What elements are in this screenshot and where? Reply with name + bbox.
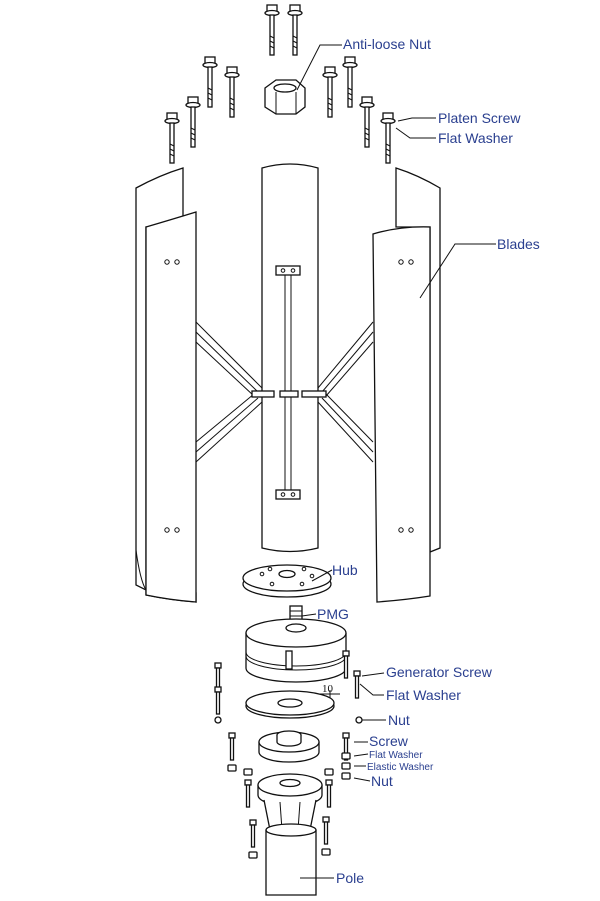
flange-plate-part <box>245 690 340 719</box>
label-flat-washer-small: Flat Washer <box>369 750 423 761</box>
hub-part <box>242 564 332 598</box>
pole-flange-part <box>257 773 323 831</box>
label-blades: Blades <box>497 236 540 252</box>
anti-loose-nut-part <box>264 79 306 115</box>
label-platen-screw: Platen Screw <box>438 110 521 126</box>
pole-part <box>265 823 317 896</box>
coupling-part <box>258 730 320 763</box>
label-screw: Screw <box>369 733 409 749</box>
label-generator-screw: Generator Screw <box>386 664 493 680</box>
label-pole: Pole <box>336 870 364 886</box>
labels: Anti-loose Nut Platen Screw Flat Washer … <box>317 36 540 886</box>
dimension-10: 10 <box>322 683 334 695</box>
label-elastic-washer: Elastic Washer <box>367 762 434 773</box>
label-pmg: PMG <box>317 606 349 622</box>
label-anti-loose-nut: Anti-loose Nut <box>343 36 431 52</box>
leader-lines <box>296 44 496 879</box>
label-nut-mid: Nut <box>388 712 410 728</box>
label-flat-washer-mid: Flat Washer <box>386 687 461 703</box>
label-nut-low: Nut <box>371 773 393 789</box>
label-hub: Hub <box>332 562 358 578</box>
generator-screws <box>214 650 363 724</box>
blades-part <box>135 163 441 603</box>
pmg-part <box>245 605 347 683</box>
label-flat-washer-top: Flat Washer <box>438 130 513 146</box>
